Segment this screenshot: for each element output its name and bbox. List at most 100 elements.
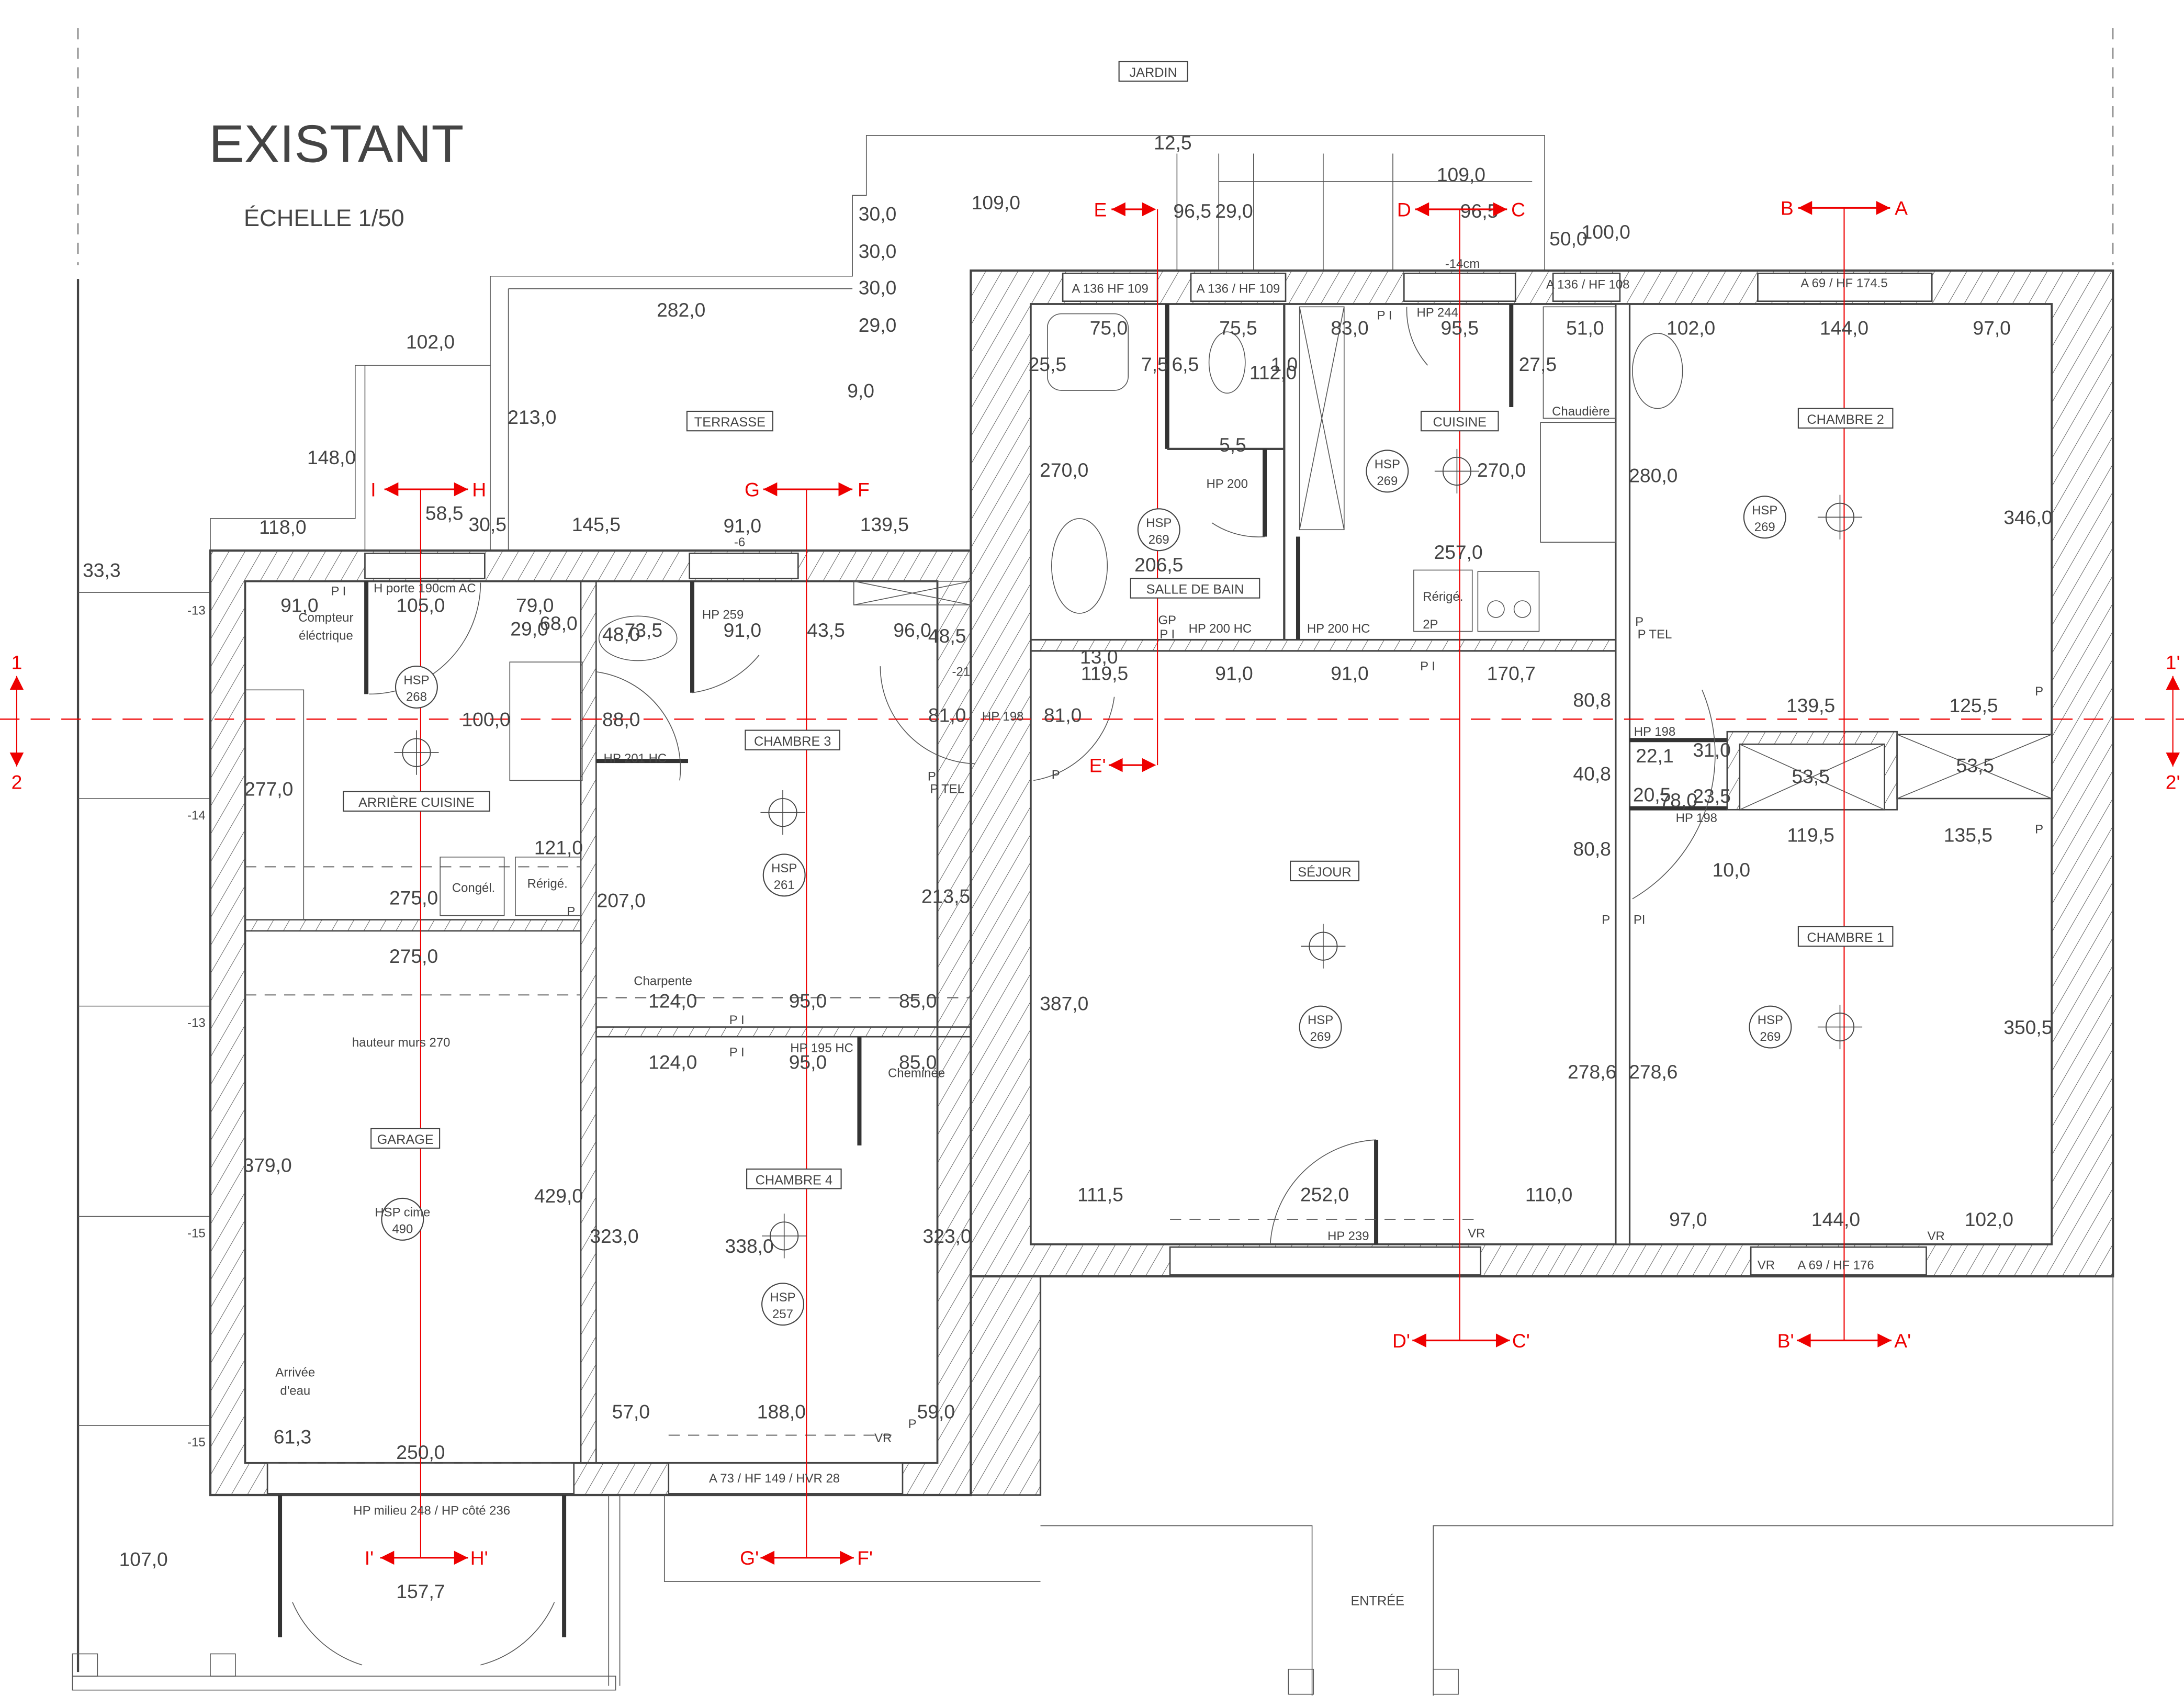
annotation-label: A 136 / HF 108 xyxy=(1546,278,1630,292)
section-arrow-right-icon xyxy=(454,1551,468,1565)
light-point-cross xyxy=(1817,1004,1863,1050)
annotation-label: Cheminée xyxy=(888,1066,945,1080)
annotation-label: VR xyxy=(1758,1259,1775,1273)
light-point-cross xyxy=(1817,495,1863,540)
dimension-label: 59,0 xyxy=(917,1401,955,1423)
annotation-label: P I xyxy=(1420,659,1435,673)
annotation-label: -13 xyxy=(187,1016,206,1030)
section-marker-label: B xyxy=(1781,197,1794,219)
section-arrow-left-icon xyxy=(1798,201,1813,215)
dimension-label: 350,5 xyxy=(2003,1016,2052,1038)
light-point-cross xyxy=(1434,448,1480,494)
light-point-cross xyxy=(1301,924,1346,969)
annotation-label: HP milieu 248 / HP côté 236 xyxy=(353,1503,510,1518)
dimension-label: 29,0 xyxy=(859,314,897,336)
section-arrow-right-icon xyxy=(1142,758,1156,772)
dimension-label: 124,0 xyxy=(648,1051,697,1073)
dimension-label: 85,0 xyxy=(899,990,937,1012)
section-arrow-right-icon xyxy=(1877,1333,1892,1347)
annotation-label: Compteur xyxy=(298,611,353,625)
ceiling-height-label: HSP xyxy=(771,861,797,875)
dimension-label: 323,0 xyxy=(590,1225,638,1247)
section-arrow-left-icon xyxy=(1111,202,1125,217)
dimension-label: 96,5 xyxy=(1173,200,1211,222)
entrance-label: ENTRÉE xyxy=(1350,1593,1404,1608)
dimension-label: 81,0 xyxy=(1044,704,1082,726)
annotation-label: HP 200 HC xyxy=(1189,622,1252,636)
dimension-label: 57,0 xyxy=(612,1401,650,1423)
annotation-label: -14cm xyxy=(1445,257,1480,271)
annotation-label: P xyxy=(2035,823,2043,837)
dimension-label: 346,0 xyxy=(2003,507,2052,529)
axis-arrow-icon xyxy=(2166,752,2180,767)
axis-label: 2 xyxy=(12,771,22,793)
section-marker-label: I xyxy=(370,478,376,500)
dimension-label: 124,0 xyxy=(648,990,697,1012)
dimension-label: 61,3 xyxy=(274,1426,312,1448)
dimension-label: 20,5 xyxy=(1633,783,1671,805)
dimension-label: 27,5 xyxy=(1519,353,1557,375)
ceiling-height-marker xyxy=(1749,1005,1792,1049)
dimension-label: 96,0 xyxy=(893,619,931,641)
dimension-label: 91,0 xyxy=(1215,662,1253,684)
room-label-box xyxy=(1420,410,1499,432)
section-arrow-right-icon xyxy=(1142,202,1156,217)
dimension-label: 48,0 xyxy=(602,623,640,645)
ceiling-height-value: 269 xyxy=(1310,1030,1331,1044)
dimension-label: 338,0 xyxy=(725,1235,774,1257)
dimension-label: 148,0 xyxy=(307,446,356,468)
annotation-label: P xyxy=(1602,913,1610,927)
dimension-label: 278,6 xyxy=(1629,1061,1678,1083)
dimension-label: 31,0 xyxy=(1693,739,1731,761)
dimension-label: 29,0 xyxy=(1215,200,1253,222)
dimension-label: 75,5 xyxy=(1219,317,1257,339)
section-marker-label: D' xyxy=(1392,1330,1410,1352)
dimension-label: 91,0 xyxy=(724,515,762,537)
dimension-label: 379,0 xyxy=(243,1154,291,1176)
annotation-label: P TEL xyxy=(1638,627,1672,642)
dimension-label: 12,5 xyxy=(1154,132,1192,154)
dimension-label: 429,0 xyxy=(534,1185,583,1207)
dimension-label: 80,8 xyxy=(1573,838,1611,860)
room-label: CUISINE xyxy=(1433,415,1487,430)
annotation-label: Charpente xyxy=(634,974,692,989)
annotation-label: HP 198 xyxy=(982,710,1023,724)
dimension-label: 206,5 xyxy=(1134,554,1183,576)
annotation-label: -15 xyxy=(187,1435,206,1450)
walls xyxy=(209,269,2114,1696)
section-arrow-right-icon xyxy=(838,482,853,497)
annotation-label: P xyxy=(928,769,936,783)
ceiling-height-value: 268 xyxy=(406,690,427,704)
dimension-label: 85,0 xyxy=(899,1051,937,1073)
dimension-label: 22,1 xyxy=(1636,745,1674,767)
dimension-label: 43,5 xyxy=(807,619,845,641)
dimension-label: 102,0 xyxy=(1965,1208,2013,1230)
dimension-label: 250,0 xyxy=(396,1441,445,1463)
section-marker-label: C' xyxy=(1512,1330,1530,1352)
section-marker-label: H xyxy=(472,478,486,500)
ceiling-height-value: 269 xyxy=(1760,1030,1781,1044)
dimension-label: 100,0 xyxy=(461,709,510,731)
section-marker-label: F' xyxy=(857,1547,873,1569)
dimension-label: 95,0 xyxy=(789,1051,827,1073)
room-label-box xyxy=(343,791,490,812)
dimension-label: 213,5 xyxy=(921,885,970,907)
ceiling-height-value: 269 xyxy=(1754,520,1775,534)
dimension-label: 282,0 xyxy=(657,299,705,321)
room-label: CHAMBRE 2 xyxy=(1807,412,1884,427)
dimension-label: 83,0 xyxy=(1331,317,1369,339)
axis-label: 2' xyxy=(2166,771,2180,793)
annotation-label: d'eau xyxy=(280,1384,310,1398)
room-label: ARRIÈRE CUISINE xyxy=(358,795,475,810)
section-arrow-right-icon xyxy=(454,482,468,497)
annotation-label: P xyxy=(2035,684,2043,699)
dimension-label: 97,0 xyxy=(1669,1208,1707,1230)
annotation-label: Rérigé. xyxy=(527,877,568,891)
ceiling-height-value: 490 xyxy=(392,1222,413,1237)
dimension-label: 102,0 xyxy=(1667,317,1715,339)
ceiling-height-marker xyxy=(381,1197,424,1241)
ceiling-height-marker xyxy=(1366,450,1409,493)
dimension-label: 270,0 xyxy=(1040,459,1088,481)
dimension-label: 23,5 xyxy=(1693,785,1731,807)
